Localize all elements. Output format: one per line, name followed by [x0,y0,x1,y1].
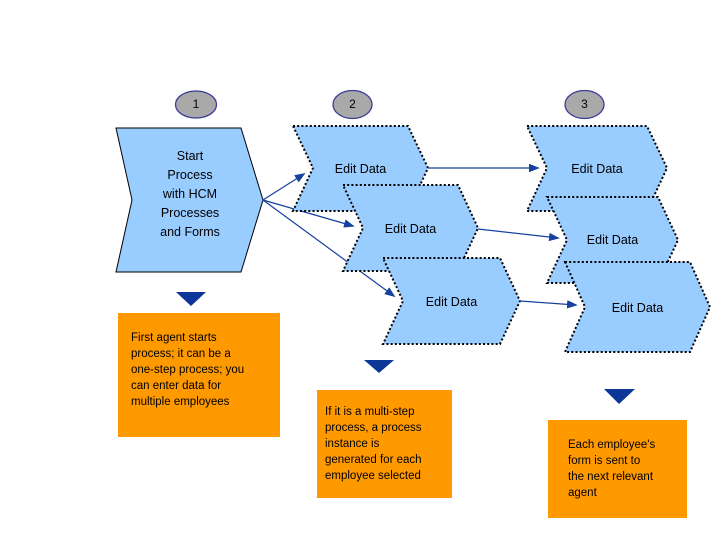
edit-data-chevron-2-3 [381,257,522,345]
step-number-2: 2 [349,97,356,111]
step-number-3: 3 [581,97,588,111]
arrow-edit-2-2-to-3-2 [477,228,560,242]
start-process-label: Start Process with HCM Processes and For… [160,149,220,239]
start-process-chevron [115,127,264,273]
edit-data-label-2-1: Edit Data [334,162,387,176]
arrow-start-to-edit-2-2 [262,199,355,228]
note-multi-step: If it is a multi-step process, a process… [317,390,452,498]
down-triangle-icon-1 [176,292,206,306]
note-first-agent: First agent starts process; it can be a … [118,313,280,437]
arrow-start-to-edit-2-1 [262,173,306,201]
edit-data-label-3-1: Edit Data [571,162,623,176]
step-marker-3 [564,89,605,120]
edit-data-label-2-2: Edit Data [384,222,437,236]
edit-data-label-3-3: Edit Data [611,301,664,315]
down-triangle-icon-2 [364,360,394,373]
edit-data-chevron-3-1 [525,125,669,212]
edit-data-chevron-2-2 [341,184,480,272]
step-number-1: 1 [192,97,200,111]
note-next-agent: Each employee's form is sent to the next… [548,420,687,518]
edit-data-label-2-3: Edit Data [425,295,478,309]
arrow-start-to-edit-2-3 [262,199,396,298]
edit-data-chevron-3-3 [563,261,712,353]
edit-data-label-3-2: Edit Data [586,233,639,247]
arrow-edit-2-3-to-3-3 [519,300,578,309]
down-triangle-icon-3 [604,389,635,404]
step-marker-2 [332,89,373,120]
step-marker-1 [174,90,218,119]
